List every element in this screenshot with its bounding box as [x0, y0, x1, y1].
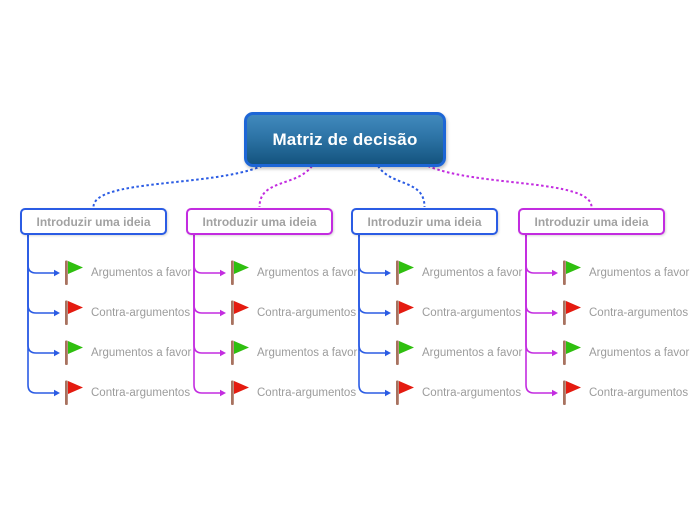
subtopic-node[interactable]: Argumentos a favor [562, 260, 689, 286]
subtopic-label: Argumentos a favor [91, 347, 192, 359]
subtopic-node[interactable]: Argumentos a favor [230, 340, 357, 366]
subtopic-node[interactable]: Argumentos a favor [230, 260, 357, 286]
arrowhead [54, 309, 60, 317]
subtopic-connector [358, 235, 386, 354]
arrowhead [54, 389, 60, 397]
subtopic-node[interactable]: Contra-argumentos [64, 300, 190, 326]
subtopic-label: Contra-argumentos [257, 387, 357, 399]
arrowhead [552, 349, 558, 357]
subtopic-connector [193, 235, 221, 394]
subtopic-label: Contra-argumentos [422, 307, 522, 319]
subtopic-node[interactable]: Contra-argumentos [562, 380, 688, 406]
subtopic-label: Argumentos a favor [589, 347, 690, 359]
arrowhead [552, 309, 558, 317]
green-flag-icon [231, 260, 249, 285]
root-branch-connector [377, 165, 426, 208]
green-flag-icon [65, 260, 83, 285]
subtopic-label: Argumentos a favor [589, 267, 690, 279]
topic-label: Introduzir uma ideia [36, 214, 151, 229]
subtopic-connector [27, 235, 55, 394]
subtopic-node[interactable]: Argumentos a favor [64, 340, 191, 366]
root-topic-node[interactable]: Matriz de decisão [244, 112, 446, 167]
subtopic-connector [358, 235, 386, 314]
subtopic-label: Argumentos a favor [422, 347, 523, 359]
subtopic-node[interactable]: Argumentos a favor [64, 260, 191, 286]
subtopic-node[interactable]: Argumentos a favor [562, 340, 689, 366]
subtopic-connector [27, 235, 55, 354]
topic-label: Introduzir uma ideia [367, 214, 482, 229]
root-topic-label: Matriz de decisão [272, 129, 418, 149]
topic-label: Introduzir uma ideia [202, 214, 317, 229]
arrowhead [54, 349, 60, 357]
arrowhead [552, 269, 558, 277]
arrowhead [385, 269, 391, 277]
subtopic-node[interactable]: Contra-argumentos [562, 300, 688, 326]
green-flag-icon [231, 340, 249, 365]
subtopic-connector [193, 235, 221, 274]
subtopic-node[interactable]: Contra-argumentos [64, 380, 190, 406]
subtopic-label: Contra-argumentos [257, 307, 357, 319]
arrowhead [385, 389, 391, 397]
green-flag-icon [65, 340, 83, 365]
green-flag-icon [396, 340, 414, 365]
subtopic-label: Contra-argumentos [422, 387, 522, 399]
subtopic-connector [358, 235, 386, 274]
red-flag-icon [563, 380, 581, 405]
subtopic-node[interactable]: Contra-argumentos [395, 300, 521, 326]
topic-node[interactable]: Introduzir uma ideia [20, 208, 167, 235]
subtopic-connector [525, 235, 553, 314]
arrowhead [54, 269, 60, 277]
subtopic-label: Contra-argumentos [589, 387, 689, 399]
subtopic-node[interactable]: Argumentos a favor [395, 340, 522, 366]
topic-node[interactable]: Introduzir uma ideia [518, 208, 665, 235]
arrowhead [552, 389, 558, 397]
subtopic-label: Argumentos a favor [91, 267, 192, 279]
subtopic-label: Argumentos a favor [257, 267, 358, 279]
arrowhead [220, 389, 226, 397]
subtopic-connector [358, 235, 386, 394]
arrowhead [385, 309, 391, 317]
red-flag-icon [396, 380, 414, 405]
subtopic-label: Argumentos a favor [422, 267, 523, 279]
green-flag-icon [563, 340, 581, 365]
root-branch-connector [427, 165, 593, 208]
red-flag-icon [563, 300, 581, 325]
subtopic-connector [27, 235, 55, 274]
red-flag-icon [231, 300, 249, 325]
root-branch-connector [258, 165, 313, 208]
red-flag-icon [65, 380, 83, 405]
subtopic-node[interactable]: Argumentos a favor [395, 260, 522, 286]
arrowhead [220, 269, 226, 277]
subtopic-connector [525, 235, 553, 274]
subtopic-label: Argumentos a favor [257, 347, 358, 359]
subtopic-node[interactable]: Contra-argumentos [230, 380, 356, 406]
subtopic-connector [193, 235, 221, 354]
topic-node[interactable]: Introduzir uma ideia [351, 208, 498, 235]
red-flag-icon [231, 380, 249, 405]
subtopic-node[interactable]: Contra-argumentos [230, 300, 356, 326]
subtopic-label: Contra-argumentos [91, 387, 191, 399]
subtopic-connector [193, 235, 221, 314]
green-flag-icon [563, 260, 581, 285]
green-flag-icon [396, 260, 414, 285]
subtopic-label: Contra-argumentos [91, 307, 191, 319]
arrowhead [220, 349, 226, 357]
subtopic-node[interactable]: Contra-argumentos [395, 380, 521, 406]
arrowhead [220, 309, 226, 317]
topic-node[interactable]: Introduzir uma ideia [186, 208, 333, 235]
red-flag-icon [65, 300, 83, 325]
root-branch-connector [92, 165, 263, 208]
red-flag-icon [396, 300, 414, 325]
topic-label: Introduzir uma ideia [534, 214, 649, 229]
subtopic-connector [525, 235, 553, 394]
subtopic-label: Contra-argumentos [589, 307, 689, 319]
arrowhead [385, 349, 391, 357]
subtopic-connector [27, 235, 55, 314]
subtopic-connector [525, 235, 553, 354]
